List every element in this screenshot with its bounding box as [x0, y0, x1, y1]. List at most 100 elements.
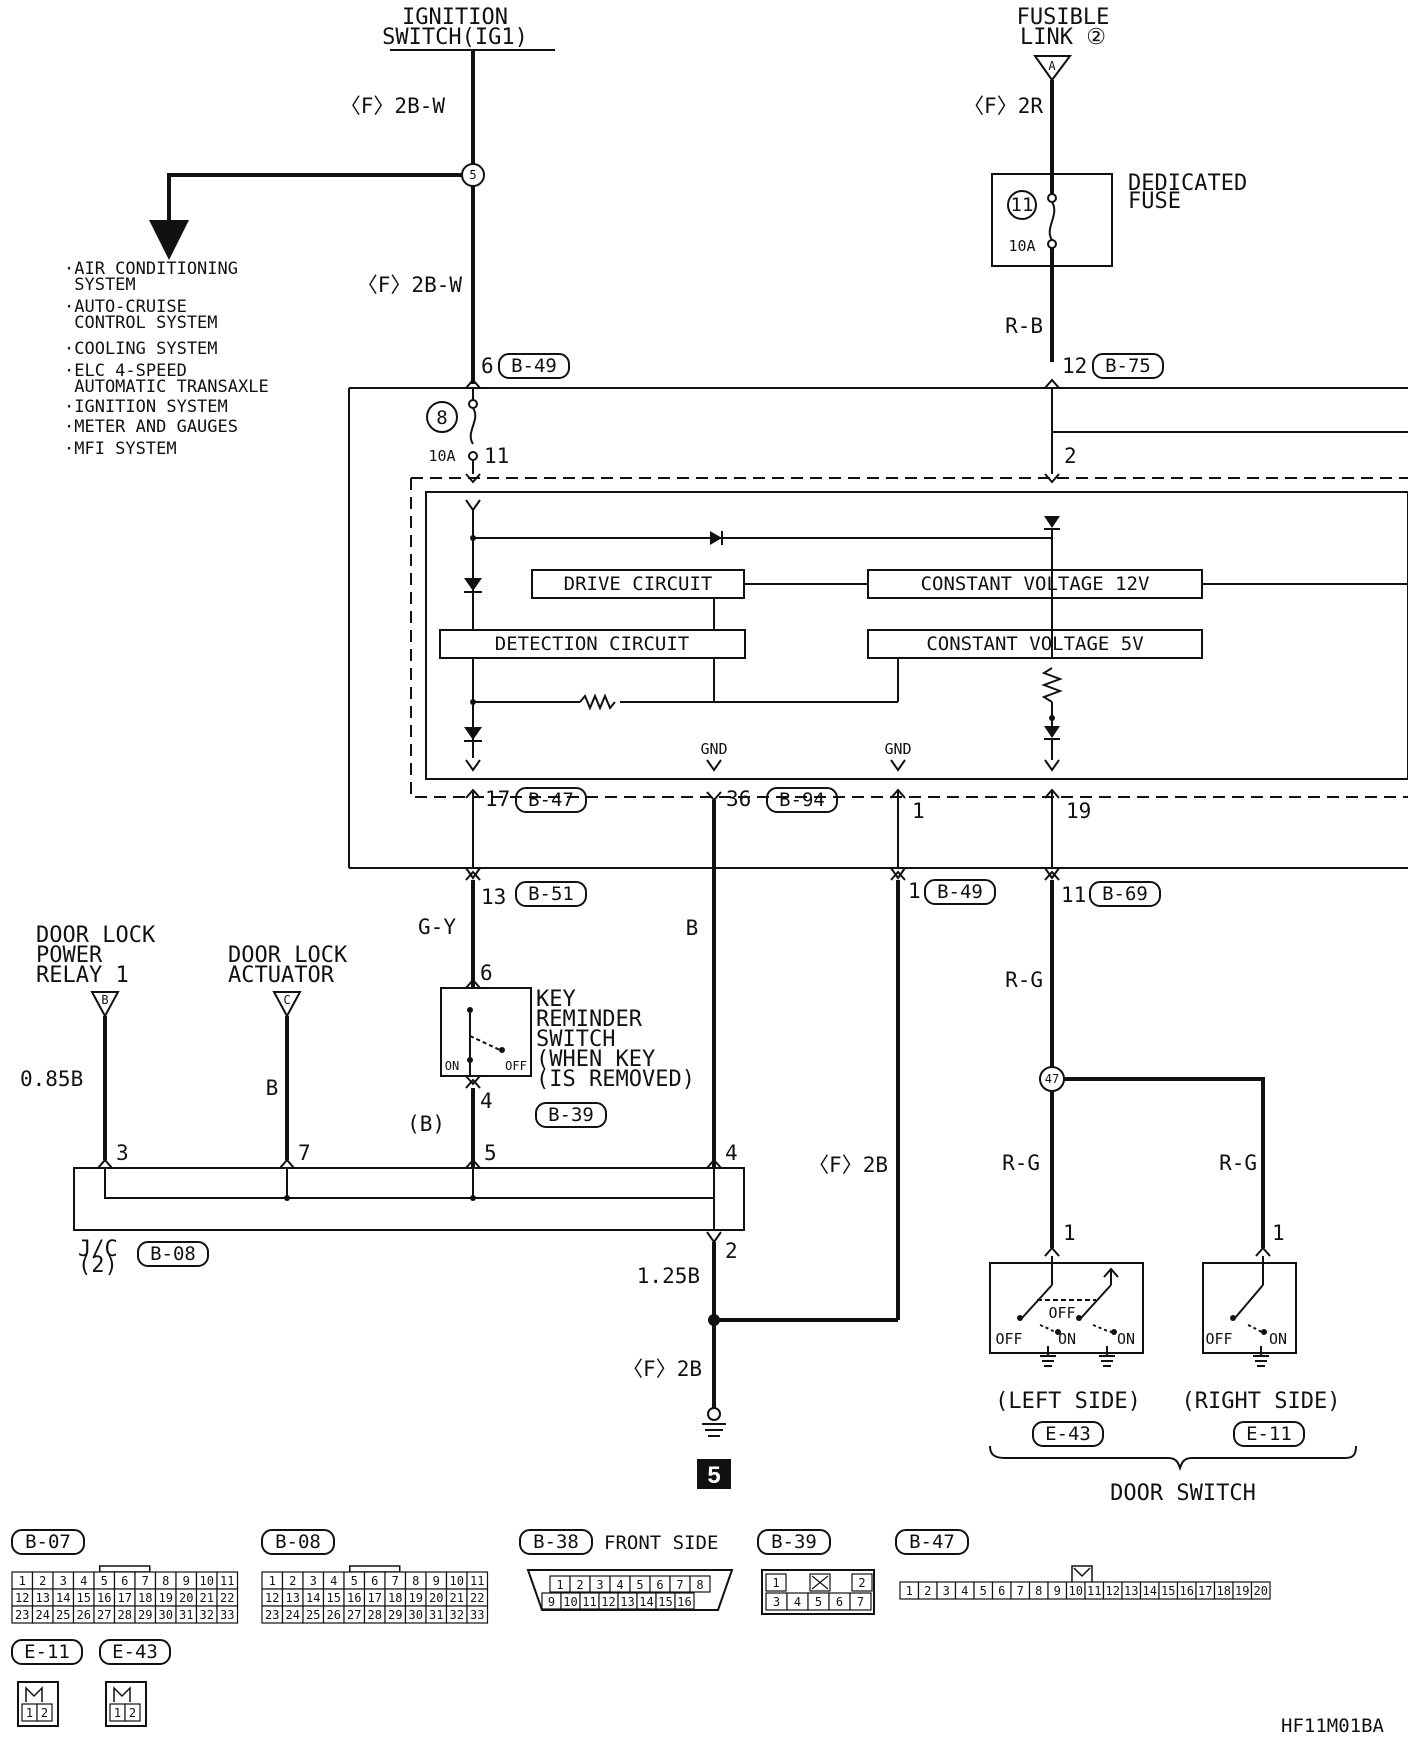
actuator-connector: C	[283, 993, 290, 1007]
conn-b47-pin: 5	[980, 1584, 987, 1598]
conn-b38-pin: 13	[620, 1595, 634, 1609]
lds-on-1: ON	[1058, 1330, 1076, 1348]
key-reminder-switch: ON OFF	[440, 987, 532, 1077]
wire-label-125b: 1.25B	[637, 1264, 700, 1288]
conn-b08-pin: 18	[388, 1591, 402, 1605]
etacs-unit-inner	[425, 491, 1408, 780]
pin-ks6: 6	[480, 961, 493, 985]
conn-b07-pin: 18	[138, 1591, 152, 1605]
conn-b08-pin: 28	[368, 1608, 382, 1622]
conn-e43: E-43	[1045, 1423, 1091, 1445]
conn-b39-cavity	[849, 1592, 872, 1611]
conn-b38-pin: 1	[556, 1578, 563, 1592]
conn-b08-pin: 11	[470, 1574, 484, 1588]
conn-b07-pin: 9	[183, 1574, 190, 1588]
right-door-feed	[1064, 1077, 1265, 1248]
conn-b08-pin: 27	[347, 1608, 361, 1622]
conn-b38-pin: 2	[576, 1578, 583, 1592]
conn-b08-pin: 5	[351, 1574, 358, 1588]
conn-b08-pin: 4	[330, 1574, 337, 1588]
conn-b38-pin: 9	[548, 1595, 555, 1609]
conn-b38-cavity	[689, 1575, 711, 1593]
label-line: DOOR LOCK	[228, 943, 348, 968]
pin-36: 36	[726, 787, 751, 811]
label-line: IGNITION	[402, 5, 508, 30]
conn-b47-lock	[1071, 1565, 1093, 1582]
conn-b07-pin: 15	[77, 1591, 91, 1605]
jc-label: J/C(2)	[78, 1237, 118, 1278]
conn-b39-name: B-39	[771, 1531, 817, 1553]
system-item-2: ·COOLING SYSTEM	[64, 339, 218, 359]
conn-b51: B-51	[528, 883, 574, 905]
conn-b38-pin: 4	[616, 1578, 623, 1592]
conn-b38-pin: 5	[636, 1578, 643, 1592]
conn-b38-pin: 3	[596, 1578, 603, 1592]
conn-e11-badge	[11, 1639, 83, 1665]
conn-b07-pin: 3	[60, 1574, 67, 1588]
conn-e43-shell	[105, 1681, 147, 1727]
label-line: ·AIR CONDITIONING	[64, 259, 238, 279]
conn-b08-pin: 24	[286, 1608, 300, 1622]
pin-19: 19	[1066, 799, 1091, 823]
conn-b07-pin: 17	[118, 1591, 132, 1605]
conn-b08-pin: 19	[409, 1591, 423, 1605]
label-line: SYSTEM	[64, 275, 136, 295]
conn-b47-pin: 14	[1143, 1584, 1157, 1598]
pin-1: 1	[912, 799, 925, 823]
jc-pin-2: 2	[725, 1239, 738, 1263]
conn-b07-pin: 24	[36, 1608, 50, 1622]
conn-b47-pin: 15	[1161, 1584, 1175, 1598]
conn-b47-badge	[895, 1529, 969, 1555]
conn-b07-pin: 13	[36, 1591, 50, 1605]
conn-b47-pin: 10	[1069, 1584, 1083, 1598]
conn-b07-cavity	[216, 1605, 239, 1624]
conn-b39-pin: 5	[815, 1595, 822, 1609]
conn-b08-pin: 14	[306, 1591, 320, 1605]
conn-b69: B-69	[1102, 883, 1148, 905]
conn-b07-pin: 5	[101, 1574, 108, 1588]
label-line: FUSIBLE	[1017, 5, 1110, 30]
conn-b08-pin: 31	[429, 1608, 443, 1622]
conn-b47-pin: 18	[1217, 1584, 1231, 1598]
conn-e11-pin: 1	[26, 1706, 33, 1720]
conn-b08-pin: 15	[327, 1591, 341, 1605]
fuse-11-rating: 10A	[1008, 237, 1035, 255]
diode-icon	[1044, 726, 1060, 738]
conn-b47-cavity	[1250, 1581, 1271, 1600]
conn-b07-pin: 30	[159, 1608, 173, 1622]
conn-e43-pin: 2	[129, 1706, 136, 1720]
conn-b47-name: B-47	[909, 1531, 955, 1553]
conn-b07-pin: 21	[200, 1591, 214, 1605]
detection-circuit-label: DETECTION CIRCUIT	[495, 633, 689, 655]
system-item-0: ·AIR CONDITIONING SYSTEM	[64, 259, 238, 295]
lds-on-2: ON	[1117, 1330, 1135, 1348]
conn-b07-pin: 26	[77, 1608, 91, 1622]
conn-b08-jc: B-08	[150, 1243, 196, 1265]
conn-b38-pin: 11	[582, 1595, 596, 1609]
conn-b47-pin: 11	[1087, 1584, 1101, 1598]
conn-e11-pin: 2	[41, 1706, 48, 1720]
cv12-label: CONSTANT VOLTAGE 12V	[921, 573, 1150, 595]
conn-b38-shell	[526, 1569, 734, 1611]
conn-b08-pin: 6	[371, 1574, 378, 1588]
conn-b07-pin: 23	[15, 1608, 29, 1622]
label-line: ·COOLING SYSTEM	[64, 339, 218, 359]
conn-b07-pin: 12	[15, 1591, 29, 1605]
dedicated-fuse: 11 10A	[991, 173, 1113, 267]
conn-b39-shell	[761, 1569, 875, 1615]
conn-b38-pin: 8	[696, 1578, 703, 1592]
diode-icon	[710, 531, 722, 545]
actuator-terminal-icon	[272, 991, 302, 1019]
wire-label-b: B	[686, 916, 699, 940]
conn-b39-pin: 6	[836, 1595, 843, 1609]
conn-b07-pin: 16	[97, 1591, 111, 1605]
conn-b47-pin: 8	[1035, 1584, 1042, 1598]
wire-label-ig1-upper: 〈F〉2B-W	[340, 94, 446, 118]
